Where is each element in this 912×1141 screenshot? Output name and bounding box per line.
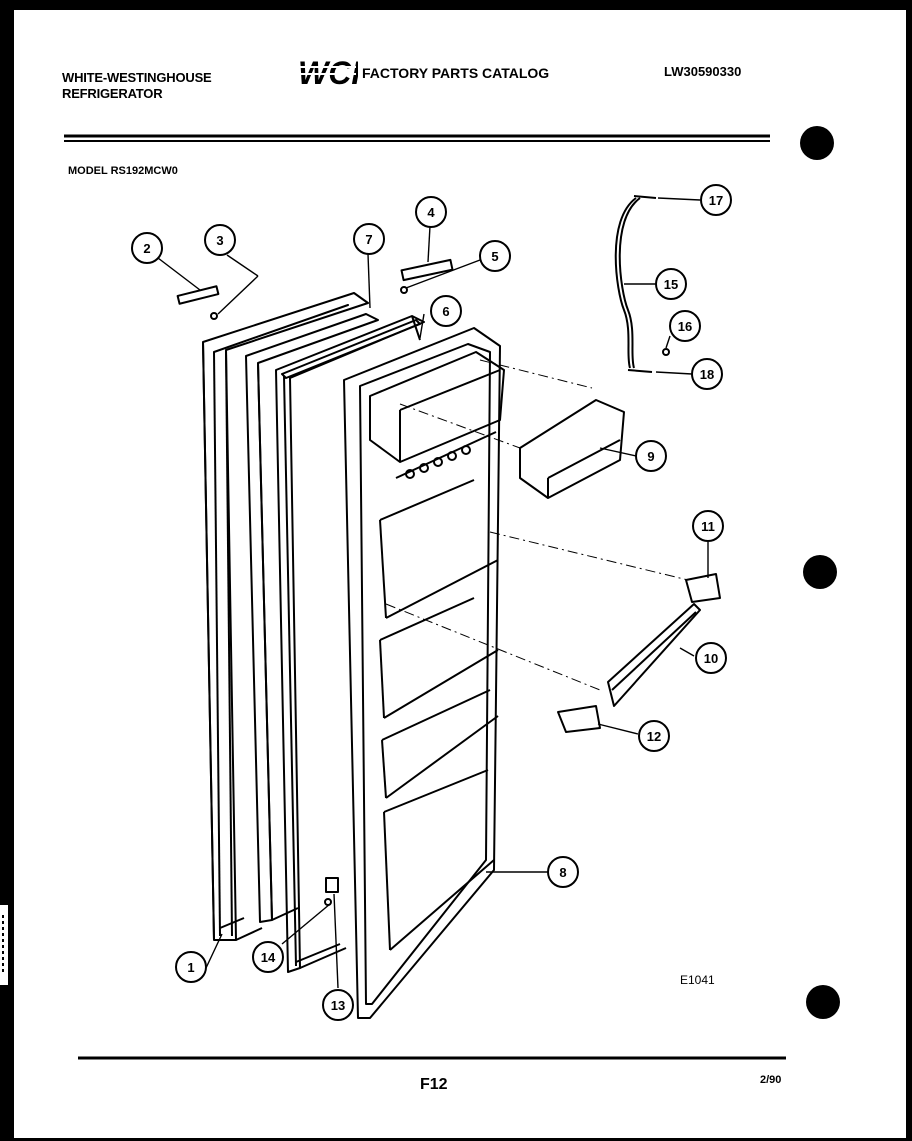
callout-10 bbox=[695, 642, 727, 674]
callout-label-4: 4 bbox=[427, 205, 435, 220]
callout-circles bbox=[131, 184, 732, 1021]
egg-cup bbox=[447, 451, 457, 461]
print-date: 2/90 bbox=[760, 1074, 782, 1086]
rail-bracket-lower bbox=[557, 705, 601, 733]
catalog-title: FACTORY PARTS CATALOG bbox=[362, 65, 550, 81]
callout-label-15: 15 bbox=[664, 277, 678, 292]
brand-block: WHITE-WESTINGHOUSE REFRIGERATOR bbox=[62, 70, 212, 102]
screw bbox=[210, 312, 218, 320]
dairy-door bbox=[519, 399, 625, 499]
alignment-leaders bbox=[385, 359, 689, 691]
egg-cup bbox=[419, 463, 429, 473]
hinge-pin bbox=[325, 877, 339, 893]
door-rod bbox=[614, 195, 670, 373]
callout-4 bbox=[415, 196, 447, 228]
callout-label-16: 16 bbox=[678, 319, 692, 334]
callout-7 bbox=[353, 223, 385, 255]
diagram-code: E1041 bbox=[680, 973, 715, 987]
binder-hole bbox=[806, 985, 840, 1019]
callout-label-13: 13 bbox=[331, 998, 345, 1013]
egg-cup bbox=[405, 469, 415, 479]
callout-12 bbox=[638, 720, 670, 752]
callout-2 bbox=[131, 232, 163, 264]
callout-label-2: 2 bbox=[143, 241, 150, 256]
scan-artifact bbox=[0, 905, 8, 985]
screw bbox=[324, 898, 332, 906]
callout-8 bbox=[547, 856, 579, 888]
callout-label-12: 12 bbox=[647, 729, 661, 744]
doc-number: LW30590330 bbox=[664, 64, 742, 79]
callout-label-14: 14 bbox=[261, 950, 276, 965]
door-handle-trim bbox=[176, 285, 220, 305]
callout-label-1: 1 bbox=[187, 960, 194, 975]
screw bbox=[400, 286, 408, 294]
callout-label-8: 8 bbox=[559, 865, 566, 880]
door-insulation-panel bbox=[245, 313, 379, 923]
callout-label-3: 3 bbox=[216, 233, 223, 248]
callout-13 bbox=[322, 989, 354, 1021]
binder-hole bbox=[800, 126, 834, 160]
binder-hole bbox=[803, 555, 837, 589]
callout-label-17: 17 bbox=[709, 193, 723, 208]
callout-6 bbox=[430, 295, 462, 327]
callout-label-10: 10 bbox=[704, 651, 718, 666]
page-number: F12 bbox=[420, 1076, 448, 1093]
rail-bracket-upper bbox=[685, 573, 721, 603]
callout-11 bbox=[692, 510, 724, 542]
callout-9 bbox=[635, 440, 667, 472]
callout-14 bbox=[252, 941, 284, 973]
shelf-rail bbox=[607, 603, 701, 707]
outer-door-panel bbox=[202, 292, 369, 941]
wci-logo: WCI bbox=[298, 56, 358, 90]
callout-1 bbox=[175, 951, 207, 983]
callout-label-18: 18 bbox=[700, 367, 714, 382]
catalog-sheet bbox=[14, 10, 906, 1138]
top-trim bbox=[400, 258, 454, 282]
callout-label-6: 6 bbox=[442, 304, 449, 319]
callout-3 bbox=[204, 224, 236, 256]
egg-cup bbox=[433, 457, 443, 467]
callout-16 bbox=[669, 310, 701, 342]
brand-line-2: REFRIGERATOR bbox=[62, 86, 163, 101]
callout-label-7: 7 bbox=[365, 232, 372, 247]
shelf-rail bbox=[611, 611, 697, 691]
door-gasket bbox=[275, 315, 425, 973]
model-number: MODEL RS192MCW0 bbox=[68, 165, 178, 177]
egg-cup bbox=[461, 445, 471, 455]
callout-leaders bbox=[157, 197, 709, 989]
callout-label-9: 9 bbox=[647, 449, 654, 464]
inner-door-liner bbox=[343, 327, 505, 1019]
callout-17 bbox=[700, 184, 732, 216]
callout-label-11: 11 bbox=[701, 519, 715, 534]
callout-18 bbox=[691, 358, 723, 390]
brand-line-1: WHITE-WESTINGHOUSE bbox=[62, 70, 212, 85]
callout-15 bbox=[655, 268, 687, 300]
callout-label-5: 5 bbox=[491, 249, 498, 264]
callout-5 bbox=[479, 240, 511, 272]
